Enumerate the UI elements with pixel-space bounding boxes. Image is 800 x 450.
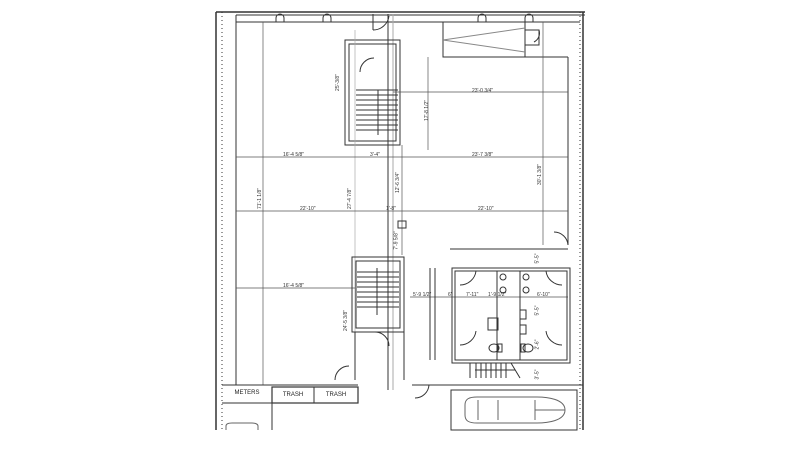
dim-corridor: 5'-9 1/2" [413,292,432,298]
dim-left-upper: 16'-4 5/8" [283,152,305,158]
dim-stair-gap: 3'-4" [370,152,380,158]
utility-rooms [222,384,359,430]
dim-upper-stair-height: 25'-3/8" [334,74,341,91]
dim-left-total: 71'-1 1/8" [257,187,264,210]
door-top-center [372,14,394,390]
stair-upper [344,39,401,146]
dim-right-middle-horizontal: 22'-10" [478,206,494,212]
dim-restroom-right-1: 5'-5" [534,253,541,264]
dim-restroom-right-2: 5'-5" [534,305,541,316]
dim-restroom-c: 6'-10" [537,292,550,298]
storage-top-right [442,21,569,245]
dim-restroom-a: 7'-11" [466,292,479,298]
dim-center-upper: 27'-4 7/8" [347,187,354,210]
dim-right-middle: 30'-1 3/8" [537,163,544,186]
dim-center-segment: 12'-6 3/4" [395,171,402,194]
restrooms [429,248,571,364]
dim-restroom-right-4: 3'-5" [534,369,541,380]
dim-center-small: 1'-8" [386,206,396,212]
dim-wall-a: 6" [448,292,453,298]
dim-upper-right-height: 17'-8 1/2" [424,99,431,122]
dimension-lines [236,22,568,385]
column-marker [397,220,407,229]
exit-stairs-bottom [412,362,583,399]
dim-center-lower: 7'-9 5/8" [393,231,400,250]
room-label-trash-2: TRASH [325,392,347,398]
dim-left-middle: 22'-10" [300,206,316,212]
dim-restroom-b: 1'-9 1/2" [488,292,507,298]
dim-lower-stair-height: 24'-5 3/8" [343,309,350,332]
room-label-trash-1: TRASH [282,392,304,398]
dim-restroom-right-3: 2'-6" [534,339,541,350]
dim-left-lower: 16'-4 5/8" [283,283,305,289]
dim-top-right-span: 23'-0 3/4" [472,88,494,94]
room-label-meters: METERS [234,390,260,396]
parking-space [450,389,578,431]
windows-top [275,13,534,22]
dim-right-upper: 23'-7 3/8" [472,152,494,158]
door-right [553,231,569,246]
stair-lower [334,256,405,381]
